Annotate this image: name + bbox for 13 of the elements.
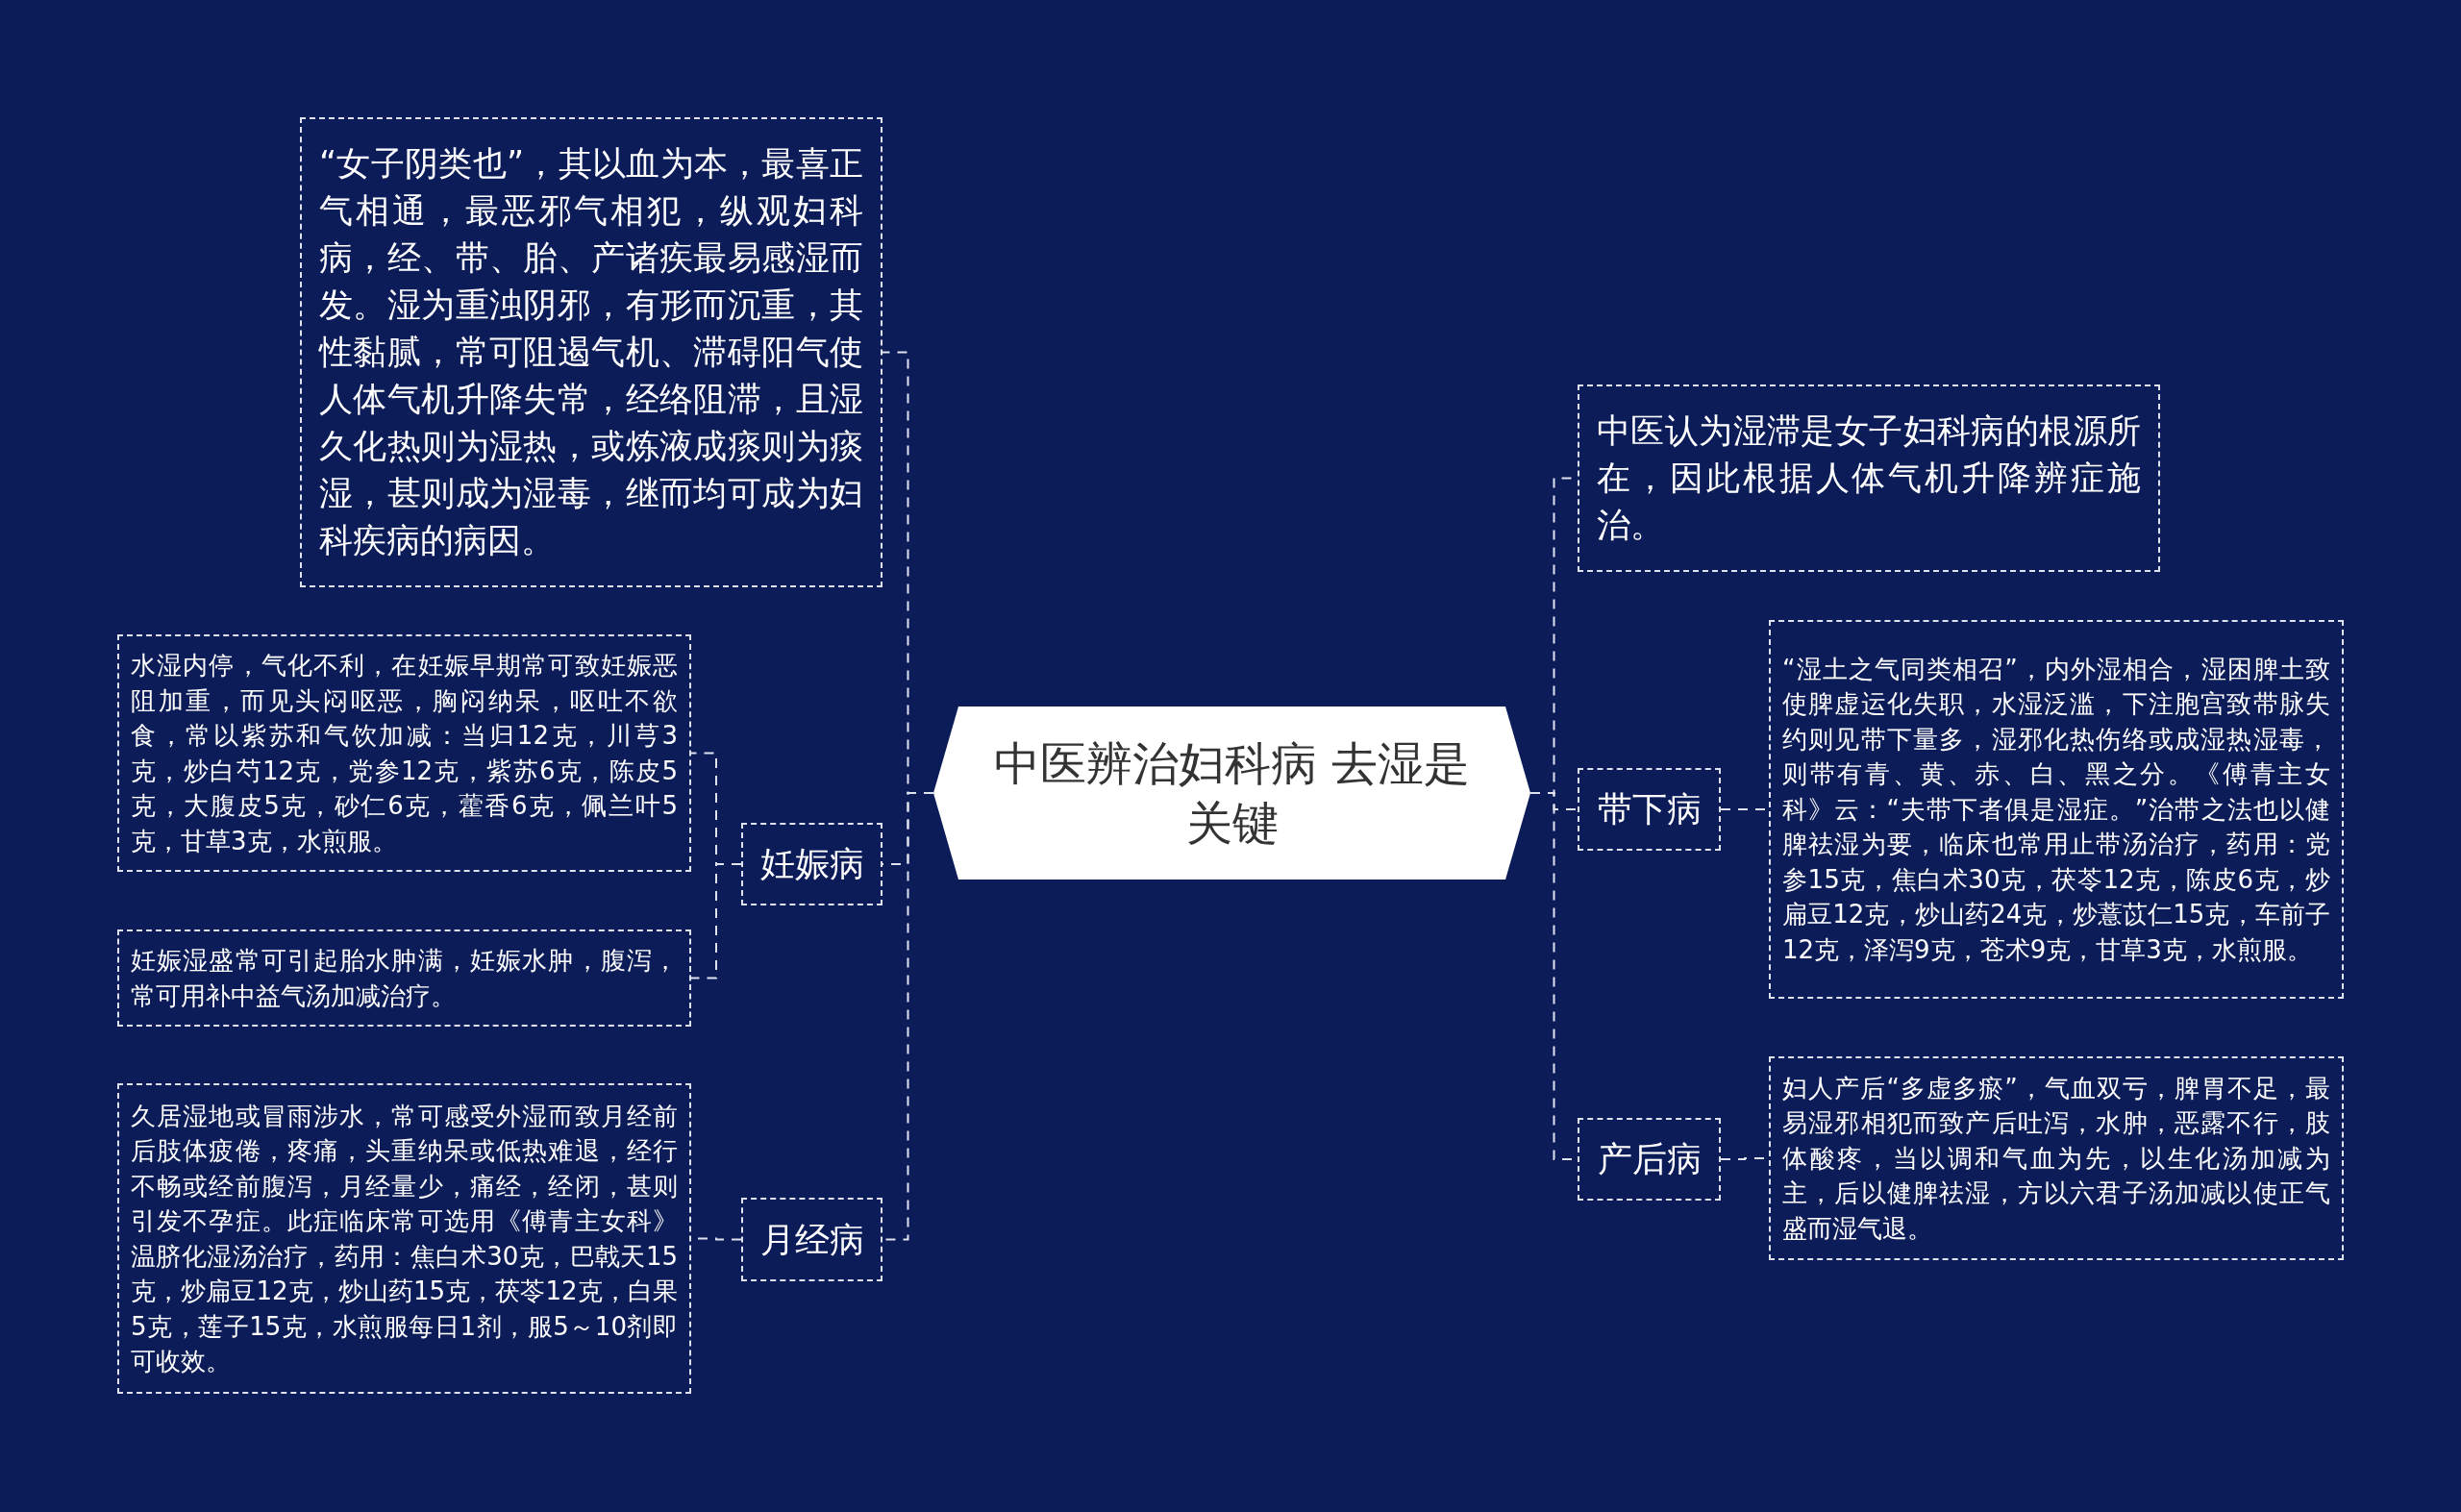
text-box: 久居湿地或冒雨涉水，常可感受外湿而致月经前后肢体疲倦，疼痛，头重纳呆或低热难退，经行不畅或经前腹泻，月经量少，痛经，经闭，甚则引发不孕症。此症临床常可选用《傅青主女科》温脐化湿汤治疗，药用：焦白术30克，巴戟天15克，炒扁豆12克，炒山药15克，茯苓12克，白果5克，莲子15克，水煎服每日1剂，服5～10剂即可收效。 bbox=[117, 1083, 691, 1394]
topic-box: 月经病 bbox=[741, 1198, 882, 1281]
topic-box: 妊娠病 bbox=[741, 823, 882, 905]
text-box: 中医认为湿滞是女子妇科病的根源所在，因此根据人体气机升降辨症施治。 bbox=[1578, 384, 2160, 572]
text-box: 妇人产后“多虚多瘀”，气血双亏，脾胃不足，最易湿邪相犯而致产后吐泻，水肿，恶露不行，肢体酸疼，当以调和气血为先，以生化汤加减为主，后以健脾祛湿，方以六君子汤加减以使正气盛而湿气退。 bbox=[1769, 1056, 2344, 1260]
text-box: 水湿内停，气化不利，在妊娠早期常可致妊娠恶阻加重，而见头闷呕恶，胸闷纳呆，呕吐不欲食，常以紫苏和气饮加减：当归12克，川芎3克，炒白芍12克，党参12克，紫苏6克，陈皮5克，大腹皮5克，砂仁6克，藿香6克，佩兰叶5克，甘草3克，水煎服。 bbox=[117, 634, 691, 872]
topic-box: 带下病 bbox=[1578, 768, 1721, 851]
central-topic-hexagon: 中医辨治妇科病 去湿是关键 bbox=[933, 706, 1530, 880]
text-box: 妊娠湿盛常可引起胎水肿满，妊娠水肿，腹泻，常可用补中益气汤加减治疗。 bbox=[117, 930, 691, 1027]
text-box: “湿土之气同类相召”，内外湿相合，湿困脾土致使脾虚运化失职，水湿泛滥，下注胞宫致带脉失约则见带下量多，湿邪化热伤络或成湿热湿毒，则带有青、黄、赤、白、黑之分。《傅青主女科》云：“夫带下者俱是湿症。”治带之法也以健脾祛湿为要，临床也常用止带汤治疗，药用：党参15克，焦白术30克，茯苓12克，陈皮6克，炒扁豆12克，炒山药24克，炒薏苡仁15克，车前子12克，泽泻9克，苍术9克，甘草3克，水煎服。 bbox=[1769, 620, 2344, 999]
topic-box: 产后病 bbox=[1578, 1118, 1721, 1201]
text-box: “女子阴类也”，其以血为本，最喜正气相通，最恶邪气相犯，纵观妇科病，经、带、胎、产诸疾最易感湿而发。湿为重浊阴邪，有形而沉重，其性黏腻，常可阻遏气机、滞碍阳气使人体气机升降失常，经络阻滞，且湿久化热则为湿热，或炼液成痰则为痰湿，甚则成为湿毒，继而均可成为妇科疾病的病因。 bbox=[300, 117, 882, 587]
connector-line bbox=[690, 863, 742, 979]
